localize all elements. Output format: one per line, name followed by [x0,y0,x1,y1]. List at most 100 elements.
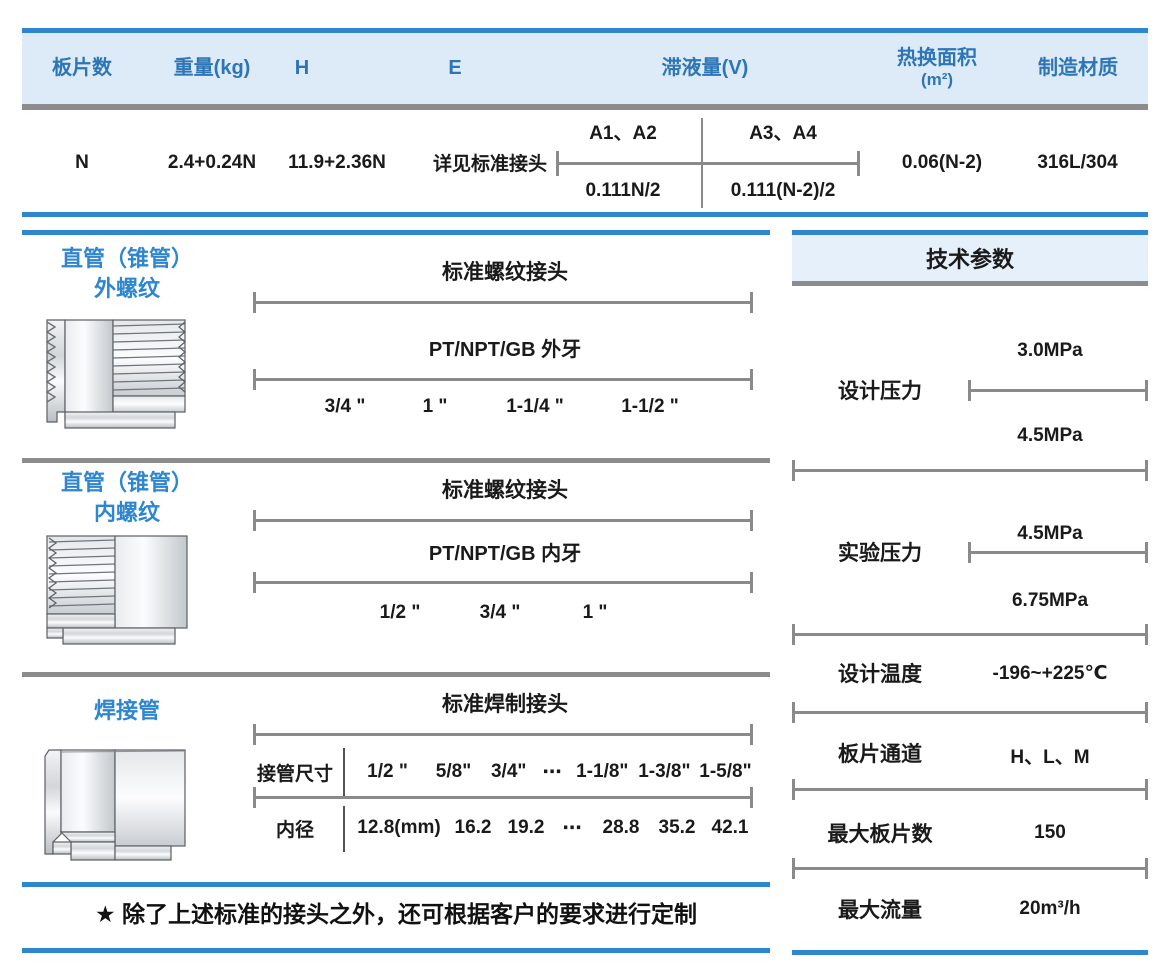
holdup-label-a1-a2: A1、A2 [589,123,657,144]
connection-2-title-line2: 内螺纹 [93,499,160,525]
weld-row2-value-2: 19.2 [507,817,545,838]
tech-row-2-value: -196~+225℃ [992,663,1108,684]
connection-3-title-line1: 焊接管 [93,698,160,723]
connection-3-dimline-top [253,724,753,745]
weld-row2-value-5: 35.2 [658,817,696,838]
dimline-cap-right [1145,779,1148,800]
note-bottom-rule [22,948,770,953]
connection-1-title-line2: 外螺纹 [93,275,160,301]
connection-3-dimline-middle [253,787,753,808]
spec-header-plate-count-label: 板片数 [52,57,112,79]
connection-3-top-rule [22,672,770,677]
weld-row1-value-2: 3/4" [490,761,527,782]
dimline-cap-right [1145,460,1148,481]
weld-row1-value-1: 5/8" [435,761,472,782]
holdup-formula-left: 0.111N/2 [585,180,661,201]
weld-row2-value-1: 16.2 [454,817,492,838]
dimline-cap-right [1145,858,1148,879]
dimline-bar [253,581,753,584]
tech-panel-header: 技术参数 [792,235,1148,281]
spec-value-plate-count: N [75,151,89,173]
dimline-bar [792,633,1148,636]
weld-row2-value-6: 42.1 [711,817,749,838]
tech-row-0-value-top: 3.0MPa [1017,340,1083,361]
tech-panel-title: 技术参数 [925,247,1014,272]
tech-divider-4 [792,858,1148,879]
weld-row2-value-0: 12.8(mm) [357,817,441,838]
tech-row-3-value: H、L、M [1010,747,1090,768]
connection-1-size-0: 3/4 " [324,396,366,417]
dimline-bar [253,796,753,799]
spec-header-h: H [242,33,362,104]
tech-row-1-value-bottom: 6.75MPa [1011,590,1089,611]
weld-row1-label: 接管尺寸 [256,763,333,785]
spec-header-e-label: E [448,57,462,79]
connection-2-dimline-top [253,510,753,531]
dimline-cap-right [750,572,753,593]
tech-row-5-label: 最大流量 [838,899,922,922]
dimline-bar [968,389,1148,392]
customization-note: ★ 除了上述标准的接头之外，还可根据客户的要求进行定制 [94,901,697,927]
weld-row2-value-3: ⋯ [562,817,582,839]
connection-1-title: 直管（锥管） 外螺纹 [12,244,242,303]
connection-2-title-line1: 直管（锥管） [60,470,193,495]
spec-header-heat-area-label: 热换面积 [897,47,977,70]
weld-row2-value-4: 28.8 [602,817,640,838]
dimline-cap-right [750,369,753,390]
connection-1-dimline-top [253,292,753,313]
connection-2-dimline-bottom [253,572,753,593]
tech-row-3-label: 板片通道 [838,743,922,766]
connection-1-title-line1: 直管（锥管） [60,246,193,271]
dimline-bar [792,867,1148,870]
spec-value-weight: 2.4+0.24N [167,151,257,173]
tech-row-5-value: 20m³/h [1019,898,1081,919]
connection-2-title: 直管（锥管） 内螺纹 [12,468,242,527]
dimline-cap-right [750,787,753,808]
tech-divider-0 [792,460,1148,481]
tech-row-1-dimline [968,542,1148,563]
dimline-bar [792,711,1148,714]
weld-row1-value-5: 1-3/8" [638,761,691,782]
spec-value-e: 详见标准接头 [432,154,547,175]
connection-2-top-rule [22,458,770,463]
connection-2-heading: 标准螺纹接头 [442,479,568,502]
connection-2-subheading: PT/NPT/GB 内牙 [428,543,582,565]
dimline-cap-right [750,510,753,531]
tech-row-4-value: 150 [1034,822,1066,843]
tech-row-1-value-top: 4.5MPa [1017,523,1083,544]
spec-header-plate-count: 板片数 [22,33,142,104]
weld-row1-value-3: ⋯ [542,761,562,783]
weld-table-divider-row2 [343,806,345,852]
spec-value-material: 316L/304 [1037,151,1118,173]
connection-1-size-2: 1-1/4 " [506,396,564,417]
spec-header-holdup-volume-label: 滞液量(V) [661,57,749,79]
spec-value-h: 11.9+2.36N [288,151,386,173]
spec-header-weight: 重量(kg) [142,33,282,104]
tech-divider-3 [792,779,1148,800]
spec-header-material: 制造材质 [1008,33,1148,104]
male-thread-fitting-drawing [45,319,186,429]
dimline-cap-right [750,724,753,745]
weld-socket-fitting-drawing [44,749,186,861]
weld-row2-values: 12.8(mm) 16.2 19.2 ⋯ 28.8 35.2 42.1 [352,808,756,848]
holdup-label-a3-a4: A3、A4 [749,123,817,144]
connection-1-subheading: PT/NPT/GB 外牙 [428,339,582,361]
weld-row1-value-4: 1-1/8" [576,761,629,782]
dimline-cap-right [1145,624,1148,645]
spec-header-heat-area: 热换面积 (m²) [872,33,1002,104]
connection-3-heading: 标准焊制接头 [442,693,568,716]
dimline-bar [253,378,753,381]
holdup-volume-diagram: A1、A2 A3、A4 0.111N/2 0.111(N-2)/2 [548,118,868,208]
weld-row1-value-0: 1/2 " [367,761,408,782]
connection-2-size-2: 1 " [582,602,608,623]
dimline-bar [253,519,753,522]
spec-header-e: E [390,33,520,104]
dimline-bar [792,788,1148,791]
connection-1-dimline-bottom [253,369,753,390]
dimline-bar [792,469,1148,472]
spec-table-top-rule [22,28,1148,33]
holdup-dimension-cap-left [556,151,559,176]
connection-2-size-0: 1/2 " [379,602,421,623]
note-top-rule [22,882,770,887]
dimline-cap-right [1145,702,1148,723]
